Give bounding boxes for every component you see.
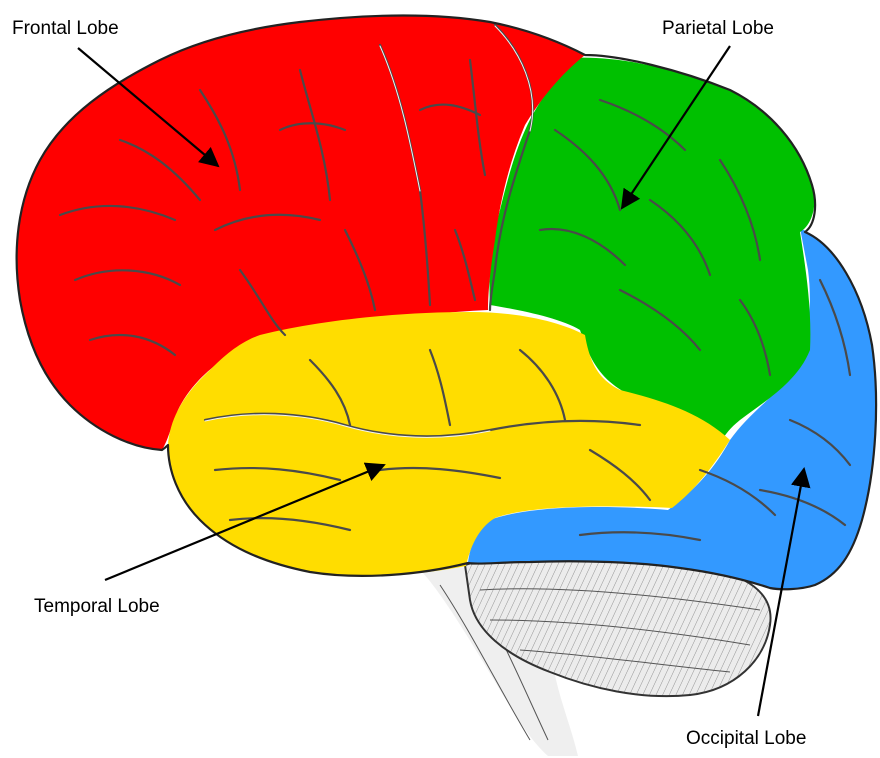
occipital-lobe-label: Occipital Lobe (686, 728, 806, 750)
frontal-lobe-label: Frontal Lobe (12, 18, 119, 40)
parietal-lobe-label: Parietal Lobe (662, 18, 774, 40)
temporal-lobe-label: Temporal Lobe (34, 596, 160, 618)
